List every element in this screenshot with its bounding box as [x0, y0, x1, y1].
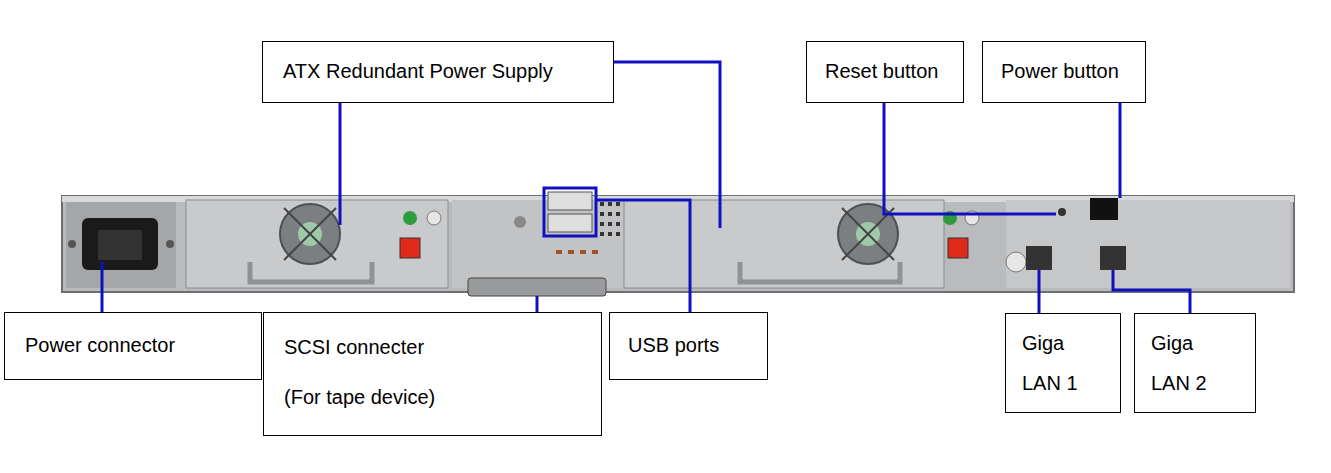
- callout-text: Power connector: [25, 322, 245, 368]
- psu-handle: [250, 262, 372, 282]
- callout-box: SCSI connecter (For tape device): [263, 312, 602, 436]
- psu-module: [186, 200, 448, 288]
- fan-grill: [842, 208, 894, 260]
- psu-switch: [400, 238, 420, 258]
- fan-grill: [284, 208, 336, 260]
- callout-text: ATX Redundant Power Supply: [283, 51, 597, 91]
- fan-grill: [842, 208, 894, 260]
- led-lens: [1006, 252, 1026, 272]
- callout-box: ATX Redundant Power Supply: [262, 41, 614, 103]
- scsi-port: [468, 278, 606, 296]
- reset-hole: [1058, 208, 1066, 216]
- lan-port: [1026, 246, 1052, 270]
- screw: [68, 240, 76, 248]
- lan-port: [1100, 246, 1126, 270]
- callout-text: Power button: [1001, 51, 1129, 91]
- port-holes: [556, 250, 598, 254]
- psu-handle: [740, 262, 900, 282]
- fan-grill: [284, 208, 336, 260]
- callout-box: Giga LAN 1: [1005, 313, 1121, 413]
- psu-switch: [948, 238, 968, 258]
- screw: [514, 216, 526, 228]
- callout-box: USB ports: [609, 312, 768, 380]
- usb-port: [548, 192, 592, 210]
- psu-fan: [280, 204, 340, 264]
- psu-led: [427, 211, 441, 225]
- io-plate: [452, 200, 624, 288]
- power-switch: [1090, 198, 1118, 220]
- callout-text: Reset button: [825, 51, 947, 91]
- chassis: [62, 196, 1294, 292]
- power-inlet: [82, 218, 158, 270]
- callout-box: Reset button: [806, 41, 964, 103]
- screw: [166, 240, 174, 248]
- callout-text: USB ports: [628, 322, 751, 368]
- vent-holes: [600, 202, 620, 236]
- callout-text: Giga LAN 1: [1022, 323, 1092, 403]
- callout-box: Power connector: [4, 312, 262, 380]
- usb-port: [548, 214, 592, 232]
- callout-box: Power button: [982, 41, 1146, 103]
- callout-text: SCSI connecter (For tape device): [284, 322, 454, 422]
- callout-box: Giga LAN 2: [1134, 313, 1256, 413]
- inlet-socket: [98, 230, 142, 260]
- inlet-plate: [66, 202, 176, 288]
- callout-text: Giga LAN 2: [1151, 323, 1221, 403]
- psu-led: [403, 211, 417, 225]
